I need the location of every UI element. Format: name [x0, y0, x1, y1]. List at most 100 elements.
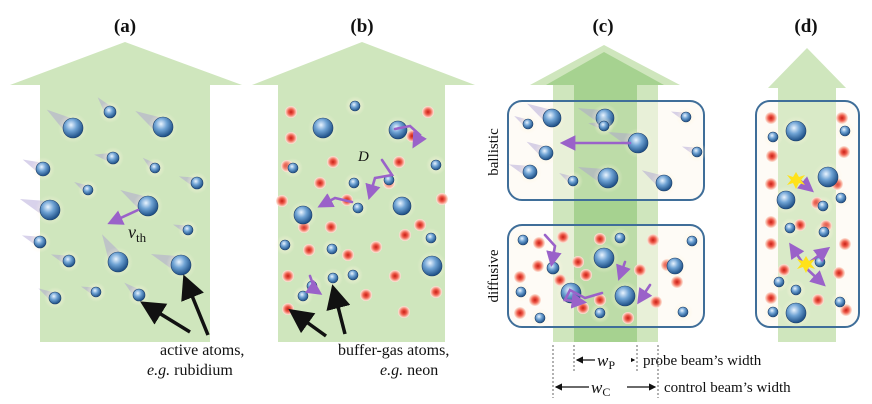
buffer-gas-atom-icon	[594, 233, 606, 245]
active-atom-icon	[39, 199, 61, 221]
probe-width-subscript: P	[608, 358, 615, 372]
buffer-gas-atom-icon	[314, 177, 326, 189]
buffer-gas-atom-icon	[580, 269, 592, 281]
buffer-gas-atom-icon	[514, 307, 526, 319]
active-atoms-eg: e.g.	[147, 362, 170, 379]
active-atom-icon	[312, 117, 334, 139]
active-atom-icon	[62, 254, 76, 268]
active-atom-icon	[90, 286, 102, 298]
active-atom-icon	[297, 290, 309, 302]
active-atoms-example: rubidium	[170, 362, 233, 379]
collision-trajectory-2	[804, 266, 826, 287]
active-atom-icon	[82, 184, 94, 196]
buffer-gas-atom-icon	[514, 271, 526, 283]
active-atom-icon	[62, 117, 84, 139]
active-atom-icon	[326, 243, 338, 255]
active-atom-icon	[677, 306, 689, 318]
panel-b-label: (b)	[350, 16, 373, 37]
active-atom-icon	[137, 195, 159, 217]
active-atom-icon	[149, 162, 161, 174]
ballistic-label: ballistic	[486, 128, 502, 176]
active-atom-icon	[103, 105, 117, 119]
active-atom-icon	[614, 285, 636, 307]
random-walk-path-2	[365, 158, 395, 200]
buffer-gas-atom-icon	[839, 238, 851, 250]
buffer-gas-atom-icon	[399, 229, 411, 241]
control-width-subscript: C	[602, 385, 610, 399]
panel-c-label: (c)	[592, 16, 613, 37]
active-atom-icon	[392, 196, 412, 216]
buffer-gas-atom-icon	[650, 296, 662, 308]
buffer-gas-atom-icon	[812, 294, 824, 306]
buffer-gas-atom-icon	[765, 292, 777, 304]
active-atom-icon	[349, 100, 361, 112]
active-atom-icon	[170, 254, 192, 276]
active-atom-icon	[817, 200, 829, 212]
active-atom-icon	[785, 302, 807, 324]
buffer-gas-atom-icon	[285, 106, 297, 118]
active-atom-icon	[48, 291, 62, 305]
buffer-atoms-caption-line2: e.g. neon	[380, 362, 438, 379]
active-atom-icon	[773, 276, 785, 288]
active-atom-icon	[666, 257, 684, 275]
active-atom-icon	[593, 247, 615, 269]
active-atom-icon	[33, 235, 47, 249]
active-atom-icon	[35, 161, 51, 177]
trajectories	[107, 124, 831, 309]
buffer-gas-atom-icon	[766, 150, 778, 162]
active-atom-icon	[680, 111, 692, 123]
buffer-gas-atom-icon	[533, 237, 545, 249]
active-atom-icon	[388, 120, 408, 140]
buffer-atoms-eg: e.g.	[380, 362, 403, 379]
buffer-gas-atom-icon	[765, 216, 777, 228]
buffer-gas-atom-icon	[360, 289, 372, 301]
buffer-gas-atom-icon	[572, 256, 584, 268]
buffer-gas-atom-icon	[398, 306, 410, 318]
random-walk-path-1	[393, 124, 427, 149]
buffer-gas-atom-icon	[557, 231, 569, 243]
velocity-symbol: v	[128, 222, 136, 242]
buffer-atoms-caption-line1: buffer-gas atoms,	[338, 342, 449, 359]
buffer-gas-atom-icon	[389, 270, 401, 282]
active-atom-icon	[785, 120, 807, 142]
buffer-gas-atom-icon	[285, 132, 297, 144]
buffer-gas-atom-icon	[622, 312, 634, 324]
control-width-symbol: wC	[591, 378, 610, 399]
active-atom-icon	[597, 167, 619, 189]
buffer-gas-atom-icon	[414, 219, 426, 231]
active-atom-icon	[655, 174, 673, 192]
probe-width-symbol: wP	[597, 351, 615, 372]
buffer-gas-atom-icon	[303, 244, 315, 256]
active-atom-icon	[686, 235, 698, 247]
buffer-gas-atom-icon	[325, 221, 337, 233]
panel-d-label: (d)	[794, 16, 817, 37]
buffer-gas-atom-icon	[529, 294, 541, 306]
active-atom-icon	[546, 261, 560, 275]
active-atom-icon	[835, 192, 847, 204]
active-atom-icon	[594, 307, 606, 319]
active-atom-icon	[534, 312, 546, 324]
active-atom-pointer-2	[181, 274, 210, 336]
buffer-gas-atom-icon	[282, 303, 294, 315]
buffer-gas-atom-icon	[833, 267, 845, 279]
active-atom-icon	[817, 166, 839, 188]
buffer-gas-atom-icon	[327, 156, 339, 168]
collision-flash-icon	[787, 172, 815, 273]
random-walk-path-3	[317, 193, 354, 208]
buffer-gas-atom-icon	[765, 238, 777, 250]
probe-width-text: probe beam’s width	[643, 353, 762, 369]
active-atom-icon	[430, 159, 442, 171]
active-atom-icon	[190, 176, 204, 190]
active-atom-icon	[784, 222, 796, 234]
active-atom-icon	[287, 162, 299, 174]
diffusive-trajectory-4	[637, 283, 653, 305]
buffer-gas-atom-icon	[436, 193, 448, 205]
active-atom-icon	[327, 272, 339, 284]
active-atom-icon	[522, 118, 534, 130]
active-atom-icon	[293, 205, 313, 225]
active-atoms-caption-line1: active atoms,	[160, 342, 244, 359]
buffer-gas-atom-icon	[765, 112, 777, 124]
active-atom-icon	[818, 226, 830, 238]
active-atom-icon	[776, 190, 796, 210]
